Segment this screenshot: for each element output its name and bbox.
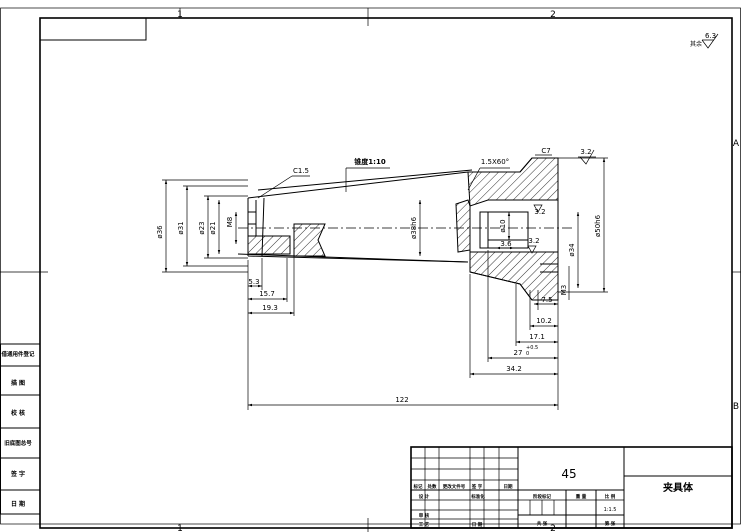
c15-callout: C1.5 <box>293 167 309 175</box>
title-scale-label: 比 例 <box>605 493 616 500</box>
horizontal-dimensions: 3.6 5.3 15.7 19.3 7.5 10.2 17.1 27 +0.5 … <box>247 240 559 410</box>
title-row-label-5: 日期 <box>504 483 513 490</box>
left-panel: 借通用件登记 描 图 校 核 旧底图总号 签 字 日 期 <box>0 343 41 515</box>
title-scale-value: 1:1.5 <box>604 507 617 513</box>
title-sheet-no-label: 第 张 <box>605 520 616 527</box>
dim-5-3: 5.3 <box>248 278 259 286</box>
zone-top-1: 1 <box>177 10 183 20</box>
dim-d10: ø10 <box>499 219 507 232</box>
section-hatch-lower <box>469 251 559 301</box>
title-row-label-2: 处数 <box>427 483 437 490</box>
dim-34-2: 34.2 <box>506 365 522 373</box>
dim-19-3: 19.3 <box>262 304 278 312</box>
section-hatch-mid <box>293 223 326 257</box>
dim-m8: M8 <box>226 217 234 228</box>
dim-27-tol-up: +0.5 <box>526 345 538 351</box>
title-process-label: 工 艺 <box>419 521 430 528</box>
dim-m3: M3 <box>560 285 568 296</box>
dim-d23: ø23 <box>198 221 206 234</box>
left-panel-label-2: 描 图 <box>11 379 25 387</box>
title-row-label-3: 更改文件号 <box>443 483 466 490</box>
dim-d34: ø34 <box>568 243 576 257</box>
dim-10-2: 10.2 <box>536 317 552 325</box>
title-design-label: 设 计 <box>419 493 430 500</box>
left-panel-label-6: 日 期 <box>11 500 25 508</box>
left-panel-label-5: 签 字 <box>10 470 25 478</box>
callouts: 锥度1:10 1.5X60° C7 C1.5 3.2 3.2 3.2 <box>257 147 596 254</box>
title-date-label: 日 期 <box>472 521 483 528</box>
vertical-dimensions: ø36 ø31 ø23 ø21 M8 ø38h6 ø10 ø34 ø50h6 M… <box>156 157 608 300</box>
zone-side-a: A <box>733 139 740 149</box>
part-outline <box>237 157 572 301</box>
zone-top-2: 2 <box>550 10 556 20</box>
title-weight-label: 重 量 <box>576 493 587 500</box>
dim-7-5: 7.5 <box>541 296 552 304</box>
dim-d50h6: ø50h6 <box>594 214 602 237</box>
dim-d21: ø21 <box>209 221 217 234</box>
title-row-label-1: 标记 <box>413 483 423 490</box>
c7-callout: C7 <box>541 147 550 155</box>
left-panel-label-4: 旧底图总号 <box>4 439 32 447</box>
roughness-mid1: 3.2 <box>534 208 545 216</box>
title-total-sheets-label: 共 张 <box>537 520 548 527</box>
title-stage-label: 阶段标记 <box>533 493 551 500</box>
title-part-name: 夹具体 <box>663 481 694 494</box>
roughness-global-value: 6.3 <box>705 32 716 40</box>
title-row-label-4: 签 字 <box>471 483 483 490</box>
roughness-global-label: 其余 <box>690 40 702 48</box>
dim-d38h6: ø38h6 <box>410 216 418 239</box>
left-panel-label-3: 校 核 <box>11 409 25 417</box>
dim-15-7: 15.7 <box>259 290 275 298</box>
roughness-top: 3.2 <box>580 148 591 156</box>
left-panel-label-1: 借通用件登记 <box>0 350 35 358</box>
dim-d31: ø31 <box>177 221 185 234</box>
taper-callout: 锥度1:10 <box>353 157 386 166</box>
title-review-label: 审 核 <box>419 512 430 519</box>
dim-17-1: 17.1 <box>529 333 545 341</box>
sheet-frame <box>0 7 741 532</box>
chamfer-right-callout: 1.5X60° <box>481 158 509 166</box>
zone-bottom-1: 1 <box>177 524 183 532</box>
dim-122: 122 <box>395 396 408 404</box>
dim-27-tol-low: 0 <box>526 351 529 357</box>
dim-d36: ø36 <box>156 225 164 239</box>
zone-side-b: B <box>733 402 739 412</box>
roughness-mid2: 3.2 <box>528 237 539 245</box>
section-hatch-left <box>247 235 291 255</box>
title-block: 45 夹具体 标记 处数 更改文件号 签 字 日期 设 计 标准化 阶段标记 重… <box>410 446 733 529</box>
roughness-symbol-global: 其余 6.3 <box>690 32 719 49</box>
section-hatch-right <box>455 199 471 253</box>
dim-3-6: 3.6 <box>500 240 512 248</box>
title-standard-label: 标准化 <box>470 493 485 500</box>
dim-27: 27 <box>514 349 523 357</box>
title-material: 45 <box>561 467 576 481</box>
